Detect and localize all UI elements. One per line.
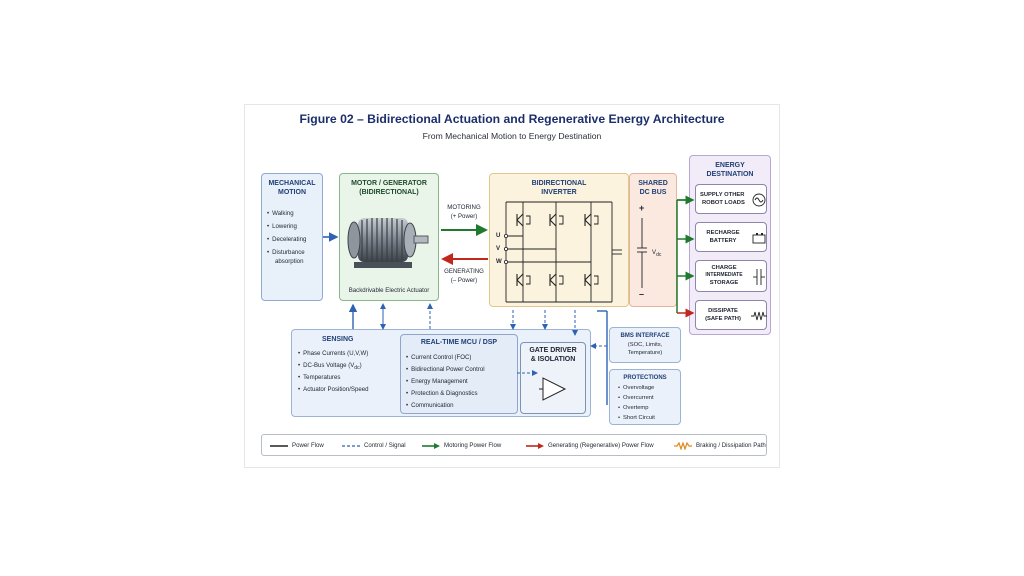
- mcu-item-communication: Communication: [406, 402, 453, 410]
- legend-power-flow: Power Flow: [292, 442, 324, 449]
- legend-motoring-arrow-icon: [422, 443, 440, 449]
- legend-control-signal: Control / Signal: [364, 442, 406, 449]
- generating-power-label: (– Power): [450, 277, 478, 284]
- figure-title: Figure 02 – Bidirectional Actuation and …: [299, 112, 725, 126]
- mechanical-item-lowering: Lowering: [267, 223, 297, 231]
- energy-dest-title-2: DESTINATION: [706, 171, 754, 178]
- dc-bus-minus: –: [639, 289, 645, 299]
- generating-label: GENERATING: [444, 268, 484, 275]
- protection-overvoltage: Overvoltage: [618, 384, 654, 392]
- dest-dissipate-line2: (SAFE PATH): [705, 316, 741, 322]
- dc-bus-capacitor-icon: [637, 218, 647, 288]
- dc-bus-title-1: SHARED: [638, 180, 668, 187]
- dest-storage-line3: STORAGE: [709, 280, 739, 286]
- bms-line2: (SOC, Limits,: [627, 342, 663, 348]
- legend-generating-flow: Generating (Regenerative) Power Flow: [548, 442, 654, 449]
- gate-title-2: & ISOLATION: [530, 356, 576, 363]
- inverter-title-1: BIDIRECTIONAL: [531, 180, 587, 187]
- igbt-bridge-icon: [503, 201, 622, 303]
- sensing-temperatures: Temperatures: [298, 374, 340, 382]
- dest-intermediate-storage: CHARGE INTERMEDIATE STORAGE: [695, 260, 767, 292]
- dest-battery-line2: BATTERY: [709, 238, 737, 244]
- phase-u-label: U: [496, 232, 501, 239]
- protection-short-circuit: Short Circuit: [618, 414, 655, 422]
- resistor-icon: [751, 311, 767, 321]
- bms-title: BMS INTERFACE: [620, 333, 670, 339]
- vdc-subscript: dc: [656, 252, 662, 259]
- mcu-item-energy-mgmt: Energy Management: [406, 378, 468, 386]
- protections-title: PROTECTIONS: [623, 375, 667, 381]
- dc-bus-title-2: DC BUS: [639, 189, 667, 196]
- sensing-phase-currents: Phase Currents (U,V,W): [298, 350, 368, 358]
- sensing-vdc-sub: dc: [354, 365, 360, 372]
- mechanical-motion-title-2: MOTION: [278, 189, 306, 196]
- sensing-position-speed: Actuator Position/Speed: [298, 386, 368, 394]
- protection-overcurrent: Overcurrent: [618, 394, 654, 402]
- mcu-item-foc: Current Control (FOC): [406, 354, 471, 362]
- mcu-title: REAL-TIME MCU / DSP: [420, 339, 498, 346]
- energy-destination-box: ENERGY DESTINATION SUPPLY OTHER ROBOT LO…: [689, 155, 771, 335]
- ac-wave-icon: [752, 193, 766, 207]
- mcu-item-power-control: Bidirectional Power Control: [406, 366, 485, 374]
- protections-box: PROTECTIONS Overvoltage Overcurrent Over…: [609, 369, 681, 425]
- mcu-box: REAL-TIME MCU / DSP Current Control (FOC…: [400, 334, 518, 414]
- figure-subtitle: From Mechanical Motion to Energy Destina…: [422, 131, 602, 141]
- gate-title-1: GATE DRIVER: [529, 347, 577, 354]
- mechanical-item-decelerating: Decelerating: [267, 236, 306, 244]
- motor-title-1: MOTOR / GENERATOR: [351, 180, 427, 187]
- battery-icon: [752, 233, 766, 244]
- dc-bus-box: SHARED DC BUS + – Vdc: [629, 173, 677, 307]
- mechanical-motion-box: MECHANICAL MOTION Walking Lowering Decel…: [261, 173, 323, 301]
- amplifier-icon: [539, 377, 567, 401]
- dest-supply-loads: SUPPLY OTHER ROBOT LOADS: [695, 184, 767, 214]
- sensing-vdc-text: DC-Bus Voltage (V: [303, 362, 355, 369]
- bms-line3: Temperature): [627, 350, 663, 356]
- legend: Power Flow Control / Signal Motoring Pow…: [261, 434, 767, 456]
- dest-recharge-battery: RECHARGE BATTERY: [695, 222, 767, 252]
- legend-generating-arrow-icon: [526, 443, 544, 449]
- sensing-box: SENSING Phase Currents (U,V,W) DC-Bus Vo…: [291, 329, 591, 417]
- sensing-vdc-close: ): [359, 362, 362, 369]
- phase-v-label: V: [496, 245, 501, 252]
- motor-generator-box: MOTOR / GENERATOR (BIDIRECTIONAL) Backdr…: [339, 173, 439, 301]
- energy-dest-title-1: ENERGY: [715, 162, 745, 169]
- legend-control-line-icon: [342, 445, 360, 447]
- capacitor-icon: [753, 269, 765, 285]
- electric-motor-icon: [347, 218, 429, 268]
- vdc-symbol: V: [652, 249, 657, 256]
- sensing-dc-bus-voltage: DC-Bus Voltage (Vdc): [298, 362, 362, 372]
- legend-braking-path: Braking / Dissipation Path: [696, 442, 766, 449]
- legend-braking-zigzag-icon: [674, 442, 692, 450]
- motoring-power-label: (+ Power): [450, 213, 478, 220]
- dc-bus-vdc: Vdc: [652, 249, 661, 259]
- legend-motoring-flow: Motoring Power Flow: [444, 442, 502, 449]
- mechanical-item-disturbance: Disturbance: [267, 249, 305, 257]
- legend-power-line-icon: [270, 445, 288, 447]
- protection-overtemp: Overtemp: [618, 404, 648, 412]
- figure-frame: Figure 02 – Bidirectional Actuation and …: [244, 104, 780, 468]
- dest-dissipate: DISSIPATE (SAFE PATH): [695, 300, 767, 330]
- mechanical-item-absorption: absorption: [275, 258, 304, 265]
- motor-title-2: (BIDIRECTIONAL): [359, 189, 419, 196]
- bms-interface-box: BMS INTERFACE (SOC, Limits, Temperature): [609, 327, 681, 363]
- sensing-title: SENSING: [322, 336, 354, 343]
- dest-battery-line1: RECHARGE: [706, 230, 740, 236]
- inverter-box: BIDIRECTIONAL INVERTER U V W: [489, 173, 629, 307]
- dc-bus-plus: +: [639, 203, 645, 213]
- mcu-item-protection: Protection & Diagnostics: [406, 390, 477, 398]
- inverter-title-2: INVERTER: [541, 189, 577, 196]
- dest-dissipate-line1: DISSIPATE: [708, 308, 738, 314]
- gate-driver-box: GATE DRIVER & ISOLATION: [520, 342, 586, 414]
- phase-w-label: W: [496, 258, 502, 265]
- motoring-label: MOTORING: [447, 204, 481, 211]
- dest-storage-line1: CHARGE: [711, 265, 737, 271]
- dest-supply-line2: ROBOT LOADS: [702, 200, 745, 206]
- mechanical-motion-title-1: MECHANICAL: [268, 180, 316, 187]
- motor-caption: Backdrivable Electric Actuator: [348, 287, 430, 294]
- dest-storage-line2: INTERMEDIATE: [705, 272, 743, 278]
- mechanical-item-walking: Walking: [267, 210, 293, 218]
- dest-supply-line1: SUPPLY OTHER: [700, 192, 745, 198]
